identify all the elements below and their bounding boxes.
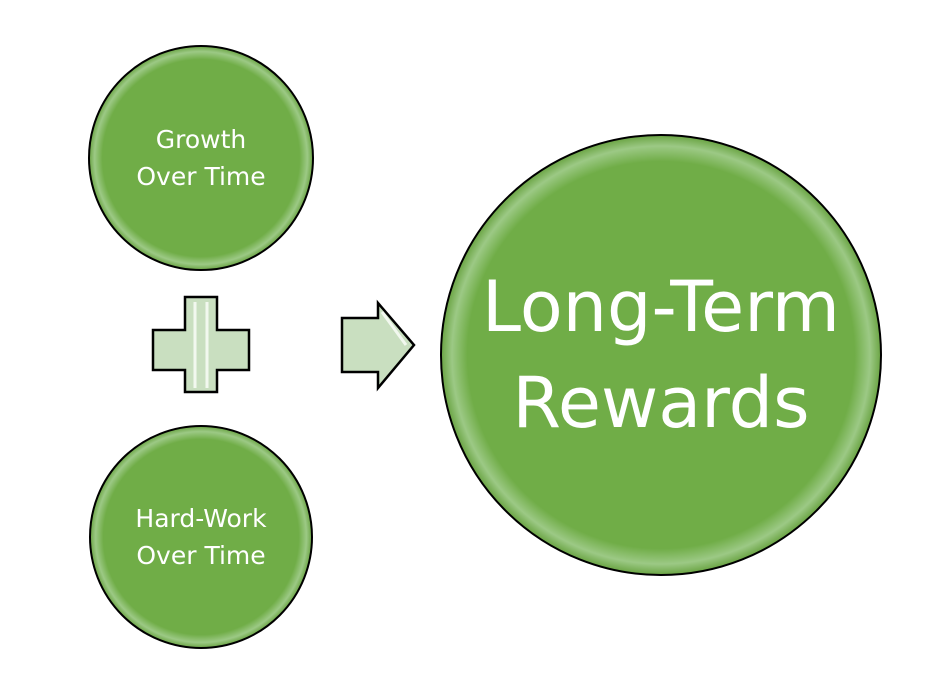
hardwork-label: Hard-Work Over Time [135, 504, 267, 570]
rewards-circle [440, 134, 882, 576]
hardwork-circle [89, 425, 313, 649]
plus-icon [151, 295, 251, 394]
arrow-right-icon [340, 299, 416, 392]
rewards-label: Long-Term Rewards [482, 266, 840, 444]
growth-label: Growth Over Time [136, 125, 266, 191]
growth-circle [88, 45, 314, 271]
